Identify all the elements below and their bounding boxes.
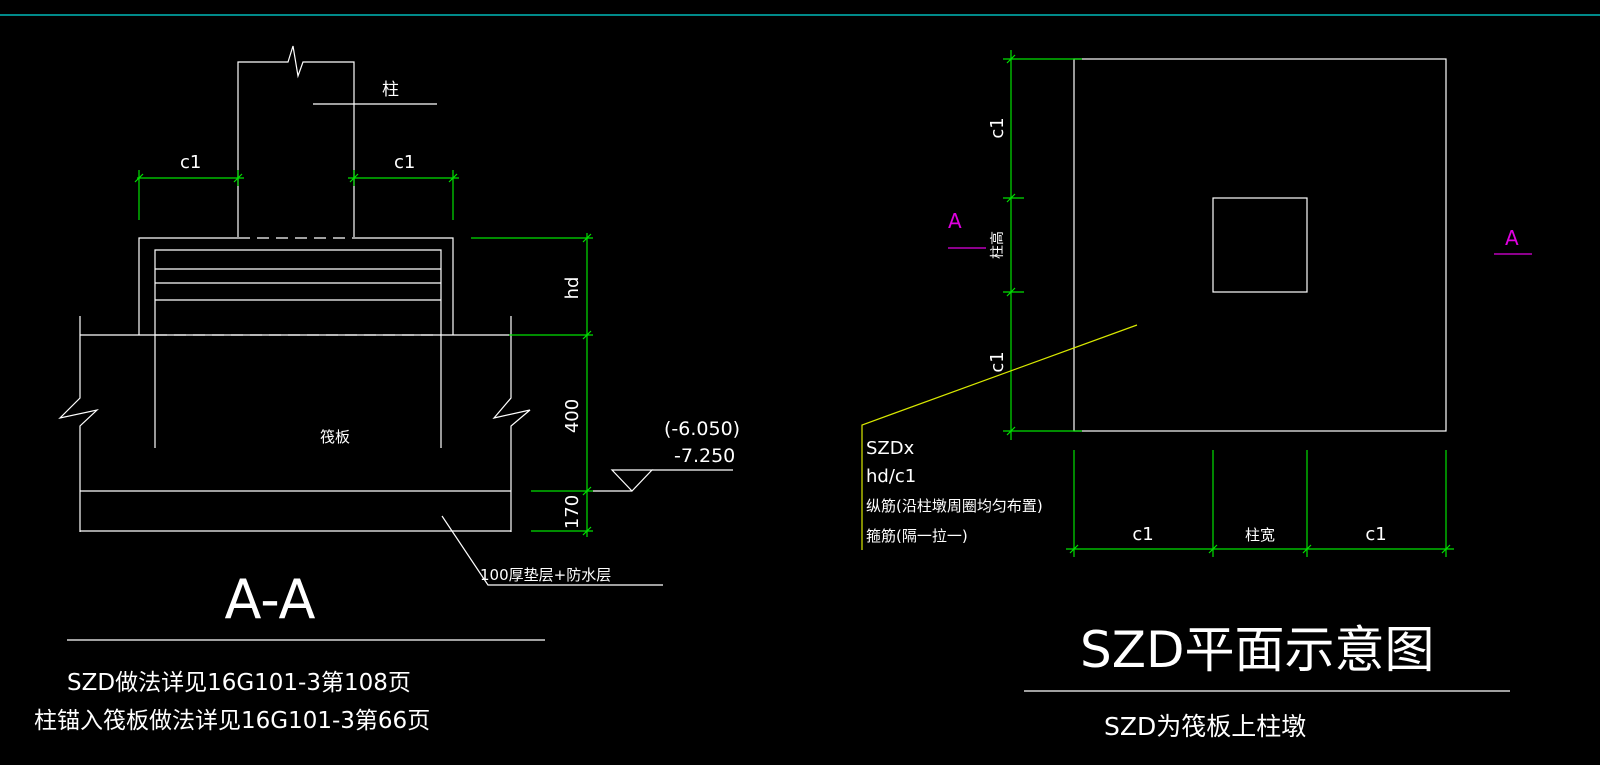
section-note-line2: 柱锚入筏板做法详见16G101-3第66页 — [34, 708, 430, 734]
plan-column-width-label: 柱宽 — [1245, 526, 1275, 544]
leader-text-line2: hd/c1 — [866, 466, 916, 487]
plan-vertical-dimensions — [1003, 50, 1082, 440]
plan-c1-left-label: c1 — [1132, 524, 1153, 545]
dim-400-label: 400 — [562, 399, 583, 433]
pier-plan-outline — [1073, 58, 1447, 432]
c1-right-label: c1 — [394, 152, 415, 173]
hd-dimension-label: hd — [562, 277, 583, 300]
section-c1-dimensions — [134, 170, 459, 220]
section-a-a: 柱 c1 c1 hd 400 170 筏板 (-6.050) -7.250 10… — [34, 45, 740, 734]
pier-outline — [138, 237, 454, 335]
elevation-bottom-label: -7.250 — [674, 445, 735, 467]
column-label: 柱 — [382, 80, 399, 100]
plan-c1-bottom-label: c1 — [987, 351, 1008, 372]
leader-text-line1: SZDx — [866, 438, 915, 459]
raft-right-break — [492, 316, 531, 532]
section-title: A-A — [225, 568, 316, 631]
pier-leader-line — [861, 324, 1138, 550]
plan-view: c1 柱高 c1 c1 柱宽 c1 A A SZDx hd/c1 纵筋(沿柱墩周… — [861, 50, 1532, 741]
pier-stirrup — [154, 249, 442, 448]
plan-subtitle: SZD为筏板上柱墩 — [1104, 712, 1306, 741]
plan-horizontal-dimensions — [1066, 450, 1454, 557]
cushion-note: 100厚垫层+防水层 — [480, 566, 611, 584]
section-cut-label-left: A — [948, 209, 962, 233]
plan-title: SZD平面示意图 — [1080, 621, 1435, 679]
column-plan-outline — [1212, 197, 1308, 293]
raft-left-break — [58, 316, 99, 532]
section-cut-label-right: A — [1505, 226, 1519, 250]
section-vertical-dimensions — [471, 233, 593, 537]
dim-170-label: 170 — [562, 495, 583, 529]
raft-label: 筏板 — [320, 428, 350, 446]
plan-column-height-label: 柱高 — [989, 231, 1006, 259]
c1-left-label: c1 — [180, 152, 201, 173]
leader-text-line3: 纵筋(沿柱墩周圈均匀布置) — [866, 497, 1043, 515]
leader-text-line4: 箍筋(隔一拉一) — [866, 527, 968, 545]
section-note-line1: SZD做法详见16G101-3第108页 — [67, 670, 411, 696]
plan-c1-top-label: c1 — [987, 117, 1008, 138]
plan-c1-right-label: c1 — [1365, 524, 1386, 545]
elevation-symbol — [593, 469, 733, 492]
column-outline — [237, 45, 355, 237]
elevation-top-label: (-6.050) — [664, 418, 740, 440]
cushion-leader — [441, 515, 663, 586]
